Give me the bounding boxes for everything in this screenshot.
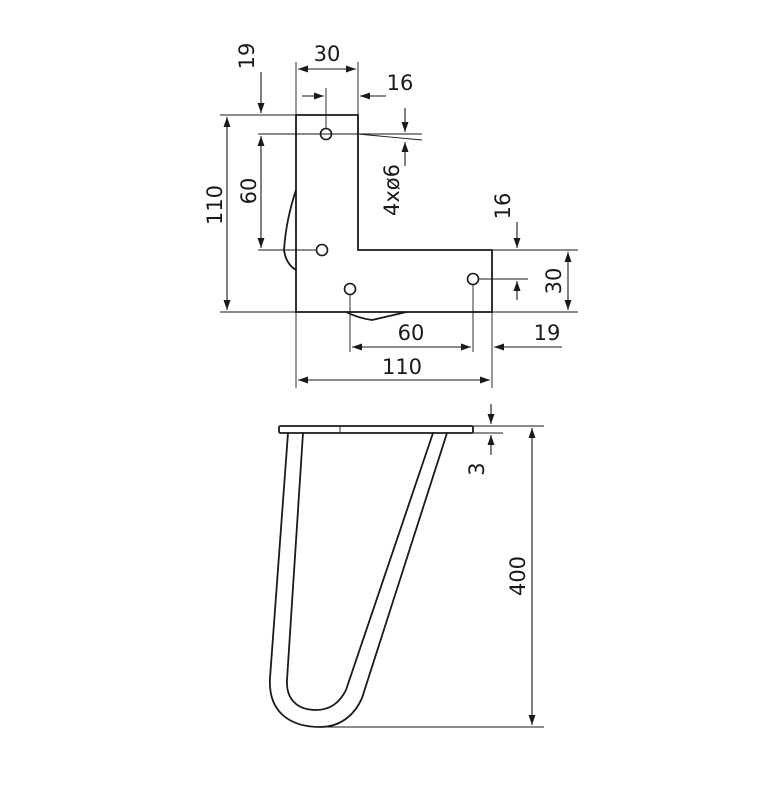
dim-tab-width: 30 (314, 42, 341, 66)
leg-contour-left (283, 189, 297, 271)
dim-leg-height: 400 (506, 556, 530, 596)
dim-hole-inset: 16 (387, 71, 414, 95)
mount-hole-bottom (343, 282, 357, 296)
bracket-top-view: 30 16 19 60 110 4xø6 16 30 60 19 (203, 42, 578, 388)
mount-hole-left (315, 243, 329, 257)
extension-lines (220, 62, 578, 388)
dim-hole-spacing-v: 60 (237, 178, 261, 205)
mount-hole-right (466, 272, 480, 286)
dim-total-height: 110 (203, 185, 227, 225)
dim-foot-height: 30 (542, 268, 566, 295)
hairpin-rod-outer (269, 432, 448, 728)
leg-contour-bottom (345, 309, 416, 321)
dim-holes-callout: 4xø6 (380, 164, 404, 216)
dim-top-edge: 19 (235, 43, 259, 70)
dim-plate-thickness: 3 (465, 462, 489, 475)
leg-mount-plate (278, 425, 474, 434)
hairpin-rod-inner (286, 432, 434, 711)
dim-side-edge: 19 (534, 321, 561, 345)
dim-hole-spacing-h: 60 (398, 321, 425, 345)
dim-total-width: 110 (382, 355, 422, 379)
hairpin-leg-side-view: 3 400 (269, 404, 544, 728)
dim-foot-inset: 16 (491, 193, 515, 220)
